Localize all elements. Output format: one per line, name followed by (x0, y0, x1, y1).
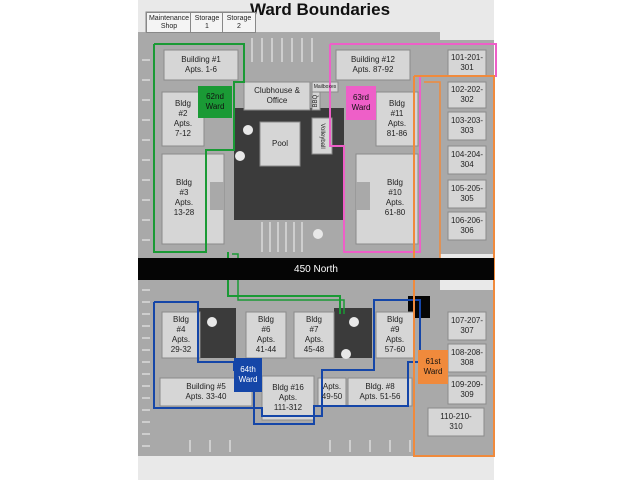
unit-label-5: 106-206-306 (450, 216, 484, 235)
courtyard-4-6 (198, 308, 236, 358)
unit-label-1: 102-202-302 (450, 85, 484, 104)
ward-61-inner (424, 81, 441, 260)
bbq-label: BBQ (313, 94, 319, 108)
unit-blocks (427, 49, 487, 437)
road-label: 450 North (138, 258, 494, 280)
volleyball-label: Volleyball (319, 123, 325, 149)
tree-icons (207, 125, 359, 359)
parking-stripes (142, 38, 411, 452)
ward-64-box (234, 358, 262, 392)
courtyard-7-9 (334, 308, 372, 358)
notch-bldg-3 (210, 182, 224, 210)
page-title: Ward Boundaries (249, 0, 391, 19)
notch-bldg-10 (356, 182, 370, 210)
unit-label-3: 104-204-304 (450, 150, 484, 169)
pool-label: Pool (271, 139, 288, 148)
unit-label-6: 107-207-307 (450, 316, 484, 335)
ward-61-box (418, 350, 448, 384)
mailboxes-label: Mailboxes (313, 84, 337, 90)
building-label-b49: Apts.49-50 (321, 382, 343, 401)
ward-61-boundary (413, 75, 495, 457)
unit-label-2: 103-203-303 (450, 116, 484, 135)
unit-label-4: 105-205-305 (450, 184, 484, 203)
building-shapes (159, 49, 419, 421)
south-lot (138, 280, 440, 456)
unit-label-9: 110-210-310 (440, 412, 472, 431)
ward-62-link-inner (232, 253, 345, 314)
unit-label-8: 109-209-309 (450, 380, 484, 399)
ward-62-box (198, 86, 232, 118)
ward-63-box (346, 86, 376, 120)
unit-label-7: 108-208-308 (450, 348, 484, 367)
ward-63-boundary (329, 43, 497, 253)
unit-label-0: 101-201-301 (450, 53, 484, 72)
ward-62-boundary (153, 43, 245, 253)
clubhouse-label: Clubhouse &Office (254, 86, 300, 105)
